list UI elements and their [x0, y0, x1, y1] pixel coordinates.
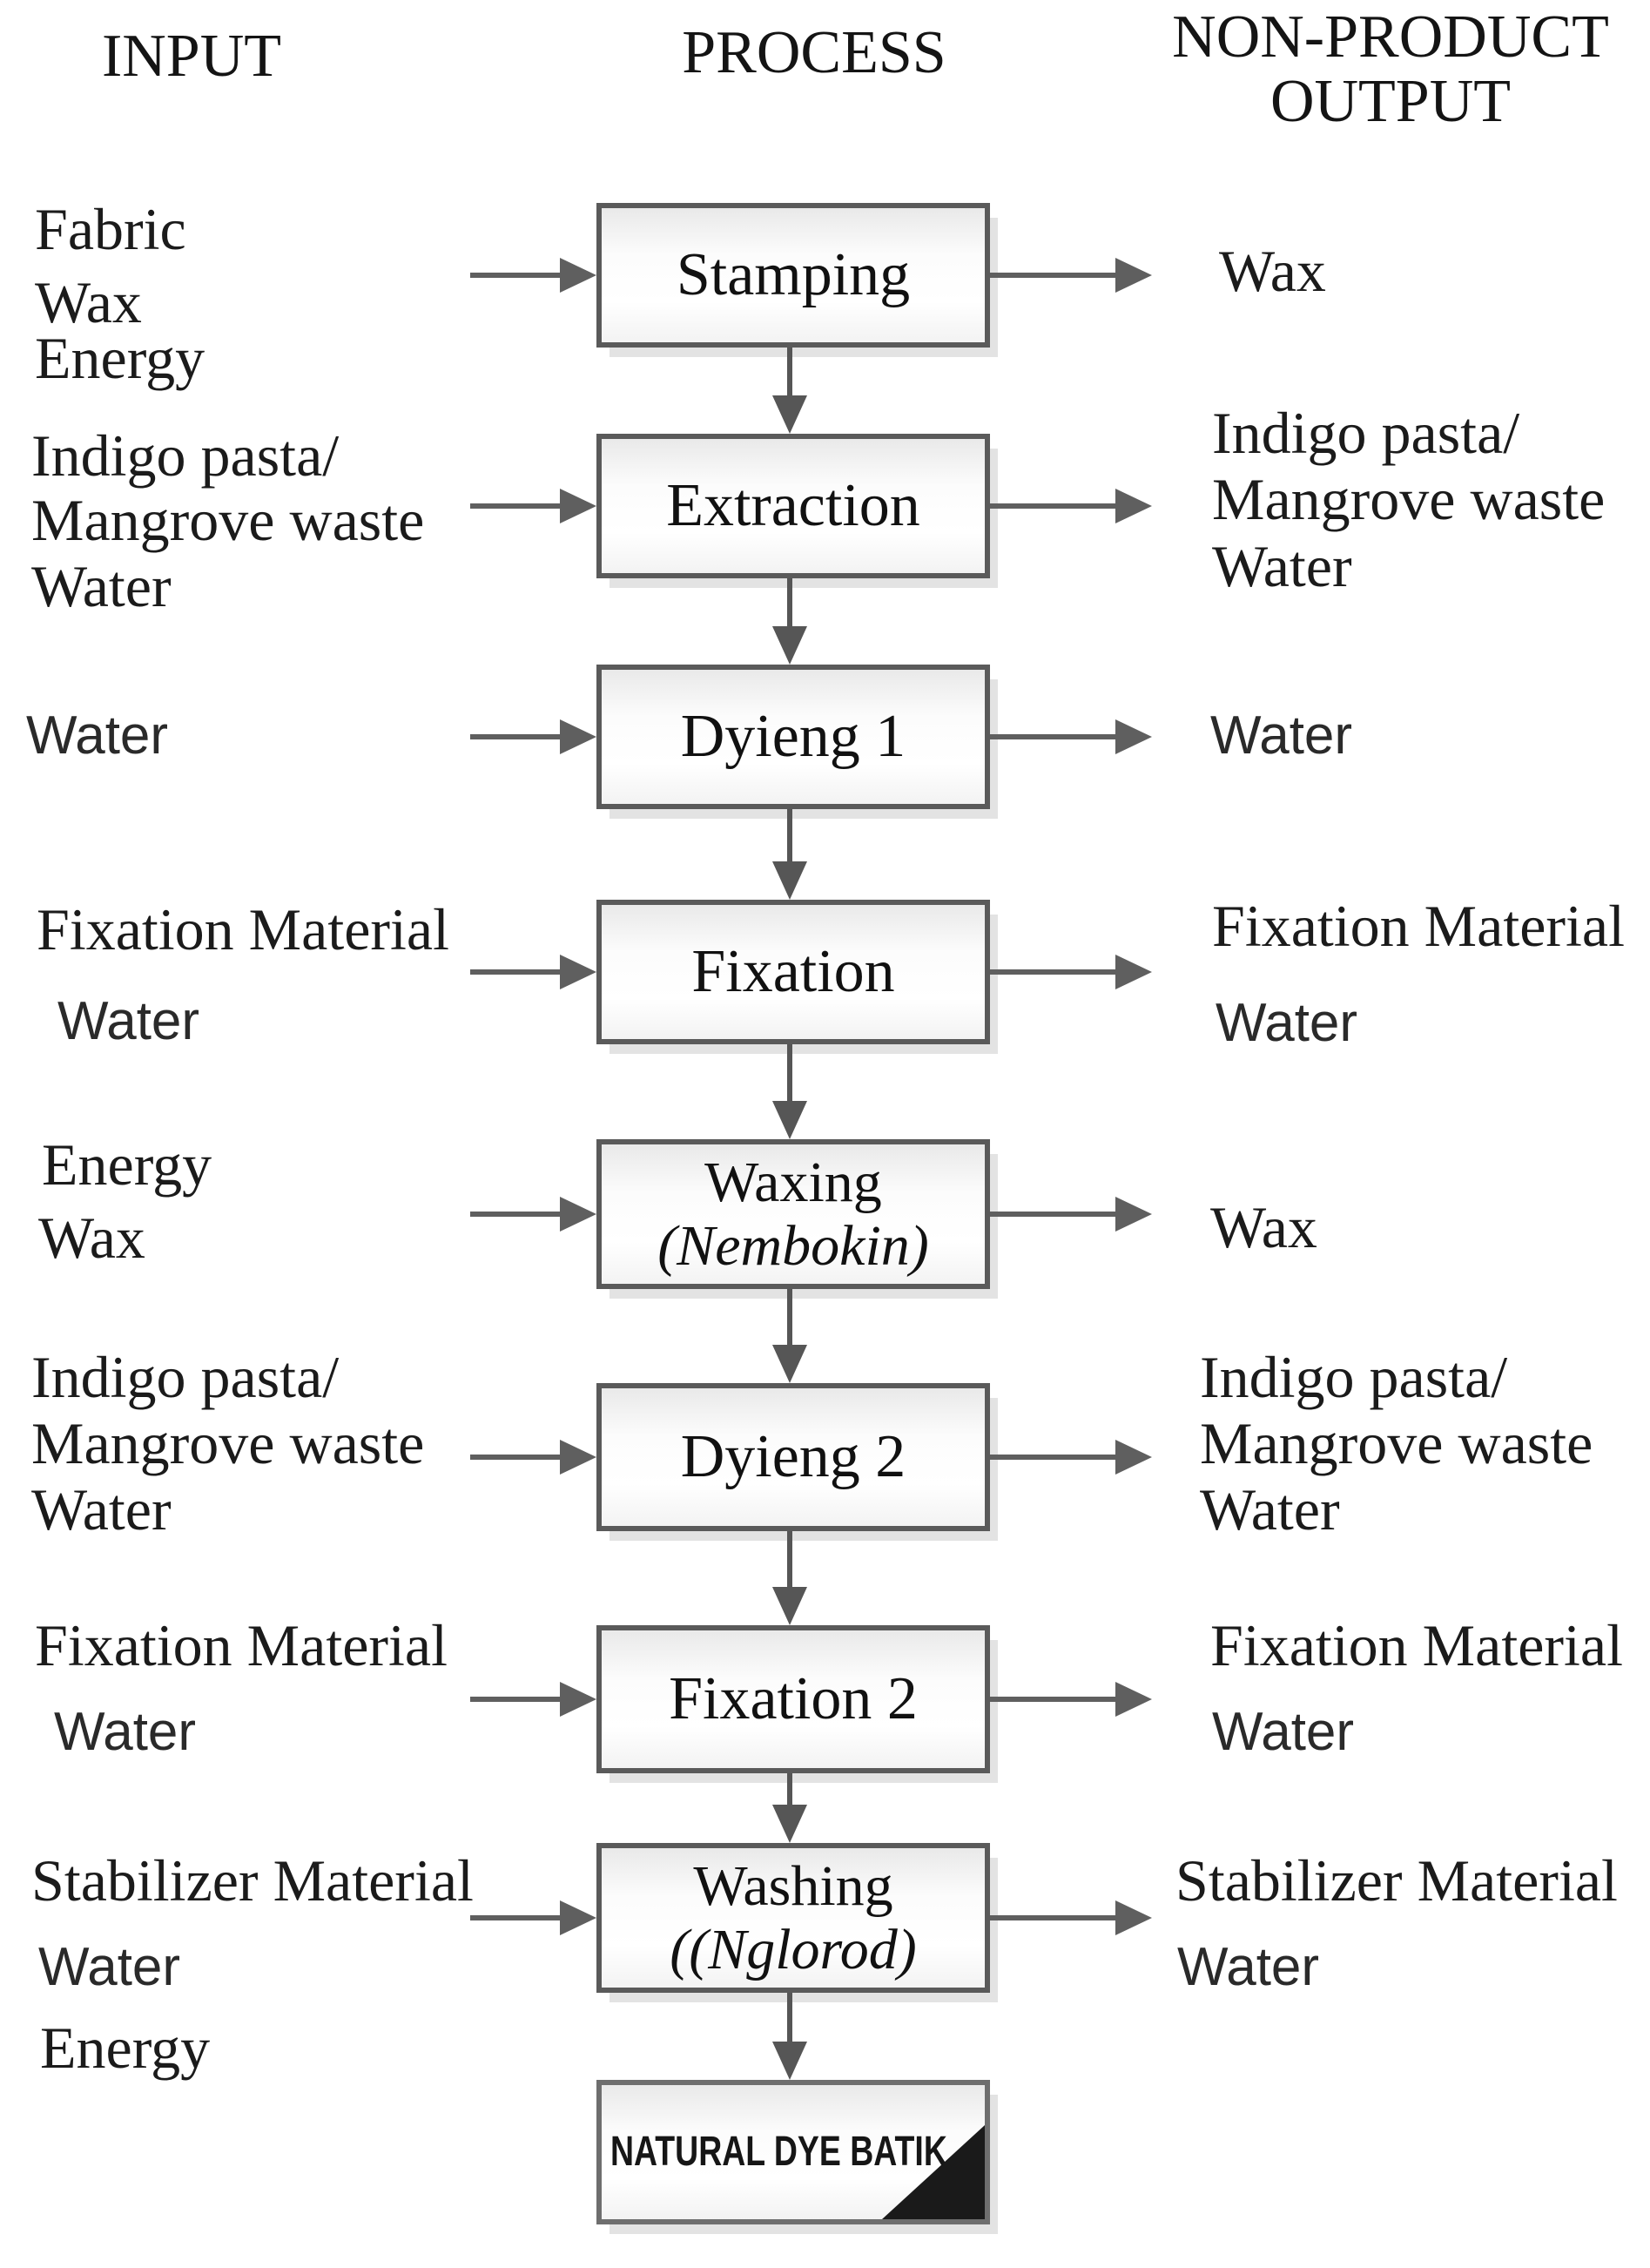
- input-label: Water: [26, 705, 169, 766]
- flow-connector: [772, 1289, 807, 1383]
- input-label: Energy: [35, 325, 205, 391]
- input-label: Fabric: [35, 196, 186, 262]
- output-label: Wax: [1219, 238, 1326, 304]
- input-label: Fixation Material: [35, 1612, 448, 1678]
- output-arrow: [990, 955, 1152, 989]
- input-label: Energy: [40, 2015, 211, 2081]
- process-box-label: Extraction: [666, 471, 920, 539]
- input-label: Indigo pasta/: [31, 422, 340, 489]
- output-arrow: [990, 1682, 1152, 1717]
- output-arrow: [990, 1900, 1152, 1935]
- process-box-dyieng-2: Dyieng 2: [596, 1383, 990, 1531]
- output-arrow: [990, 1440, 1152, 1475]
- input-label: Water: [38, 1937, 181, 1997]
- process-box-washing: Washing ((Nglorod): [596, 1843, 990, 1993]
- process-box-sublabel: (Nembokin): [657, 1213, 929, 1278]
- process-box-label: Fixation: [691, 937, 895, 1005]
- process-box-waxing: Waxing (Nembokin): [596, 1139, 990, 1289]
- output-label: Indigo pasta/: [1200, 1344, 1508, 1410]
- input-label: Indigo pasta/: [31, 1344, 340, 1410]
- output-label: Water: [1210, 705, 1353, 766]
- column-header-process: PROCESS: [682, 19, 946, 86]
- process-box-fixation: Fixation: [596, 900, 990, 1044]
- process-box-dyieng-1: Dyieng 1: [596, 665, 990, 809]
- flow-connector: [772, 1773, 807, 1843]
- output-arrow: [990, 489, 1152, 523]
- input-arrow: [470, 1440, 596, 1475]
- input-label: Water: [31, 1476, 172, 1542]
- input-arrow: [470, 955, 596, 989]
- flow-connector: [772, 578, 807, 665]
- input-arrow: [470, 1682, 596, 1717]
- output-label: Wax: [1210, 1194, 1317, 1260]
- input-arrow: [470, 719, 596, 754]
- flow-connector: [772, 1044, 807, 1139]
- input-label: Energy: [42, 1131, 212, 1198]
- input-label: Mangrove waste: [31, 1410, 425, 1476]
- input-label: Wax: [38, 1205, 145, 1271]
- process-box-stamping: Stamping: [596, 203, 990, 348]
- input-label: Water: [54, 1702, 197, 1762]
- input-label: Wax: [35, 269, 142, 335]
- process-box-label: Fixation 2: [669, 1664, 918, 1732]
- process-box-extraction: Extraction: [596, 434, 990, 578]
- flow-connector: [772, 1531, 807, 1625]
- output-label: Fixation Material: [1212, 893, 1626, 959]
- input-arrow: [470, 258, 596, 293]
- process-box-label: Waxing: [704, 1150, 882, 1214]
- input-arrow: [470, 489, 596, 523]
- input-label: Mangrove waste: [31, 487, 425, 553]
- column-header-output: NON-PRODUCT OUTPUT: [1147, 3, 1634, 136]
- output-label: Water: [1216, 993, 1358, 1053]
- output-label: Water: [1200, 1476, 1340, 1542]
- folded-corner-triangle: [882, 2125, 985, 2219]
- output-label: Stabilizer Material: [1175, 1847, 1618, 1914]
- output-arrow: [990, 258, 1152, 293]
- input-arrow: [470, 1197, 596, 1232]
- output-arrow: [990, 1197, 1152, 1232]
- input-label: Stabilizer Material: [31, 1847, 474, 1914]
- process-box-label: Stamping: [676, 240, 911, 308]
- output-label: Water: [1212, 533, 1352, 599]
- flow-connector: [772, 1993, 807, 2080]
- column-header-output-line2: OUTPUT: [1269, 68, 1512, 136]
- flow-connector: [772, 348, 807, 434]
- output-arrow: [990, 719, 1152, 754]
- column-header-output-line1: NON-PRODUCT: [1172, 3, 1609, 71]
- process-box-sublabel: ((Nglorod): [670, 1917, 917, 1981]
- process-box-label: Dyieng 1: [680, 702, 906, 770]
- output-label: Mangrove waste: [1212, 466, 1606, 532]
- output-label: Fixation Material: [1210, 1612, 1624, 1678]
- flow-connector: [772, 809, 807, 900]
- process-box-fixation-2: Fixation 2: [596, 1625, 990, 1773]
- input-arrow: [470, 1900, 596, 1935]
- output-label: Water: [1177, 1937, 1320, 1997]
- final-product-box: NATURAL DYE BATIK: [596, 2080, 990, 2224]
- output-label: Water: [1212, 1702, 1355, 1762]
- input-label: Water: [57, 991, 200, 1051]
- output-label: Indigo pasta/: [1212, 400, 1520, 466]
- process-box-label: Dyieng 2: [680, 1422, 906, 1490]
- input-label: Water: [31, 553, 172, 619]
- output-label: Mangrove waste: [1200, 1410, 1593, 1476]
- column-header-input: INPUT: [101, 23, 282, 90]
- input-label: Fixation Material: [37, 896, 450, 962]
- process-box-label: Washing: [693, 1853, 893, 1918]
